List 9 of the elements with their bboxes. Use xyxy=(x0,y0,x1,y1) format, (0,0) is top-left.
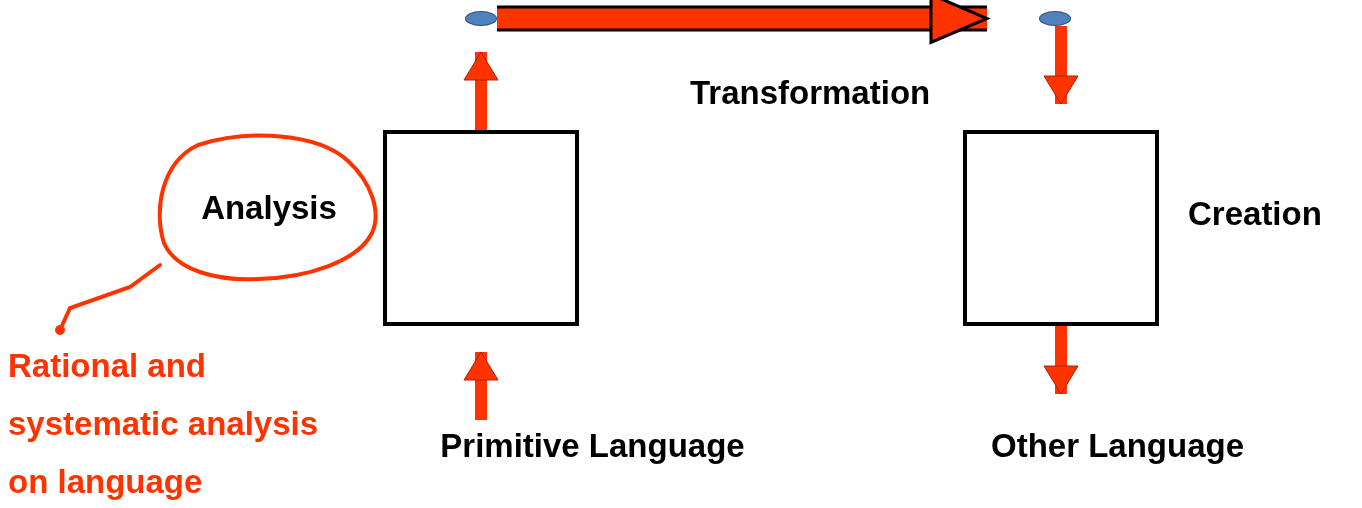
ellipse-shape xyxy=(1039,11,1071,26)
text-label: Creation xyxy=(1188,195,1322,233)
empty-box xyxy=(383,130,579,326)
node-label: Analysis xyxy=(201,189,337,227)
empty-box xyxy=(963,130,1159,326)
annotation-text: Rational and systematic analysis on language xyxy=(8,346,320,502)
node-label: Other Language xyxy=(991,427,1244,465)
node-label: Primitive Language xyxy=(440,427,745,465)
ellipse-shape xyxy=(465,11,497,26)
